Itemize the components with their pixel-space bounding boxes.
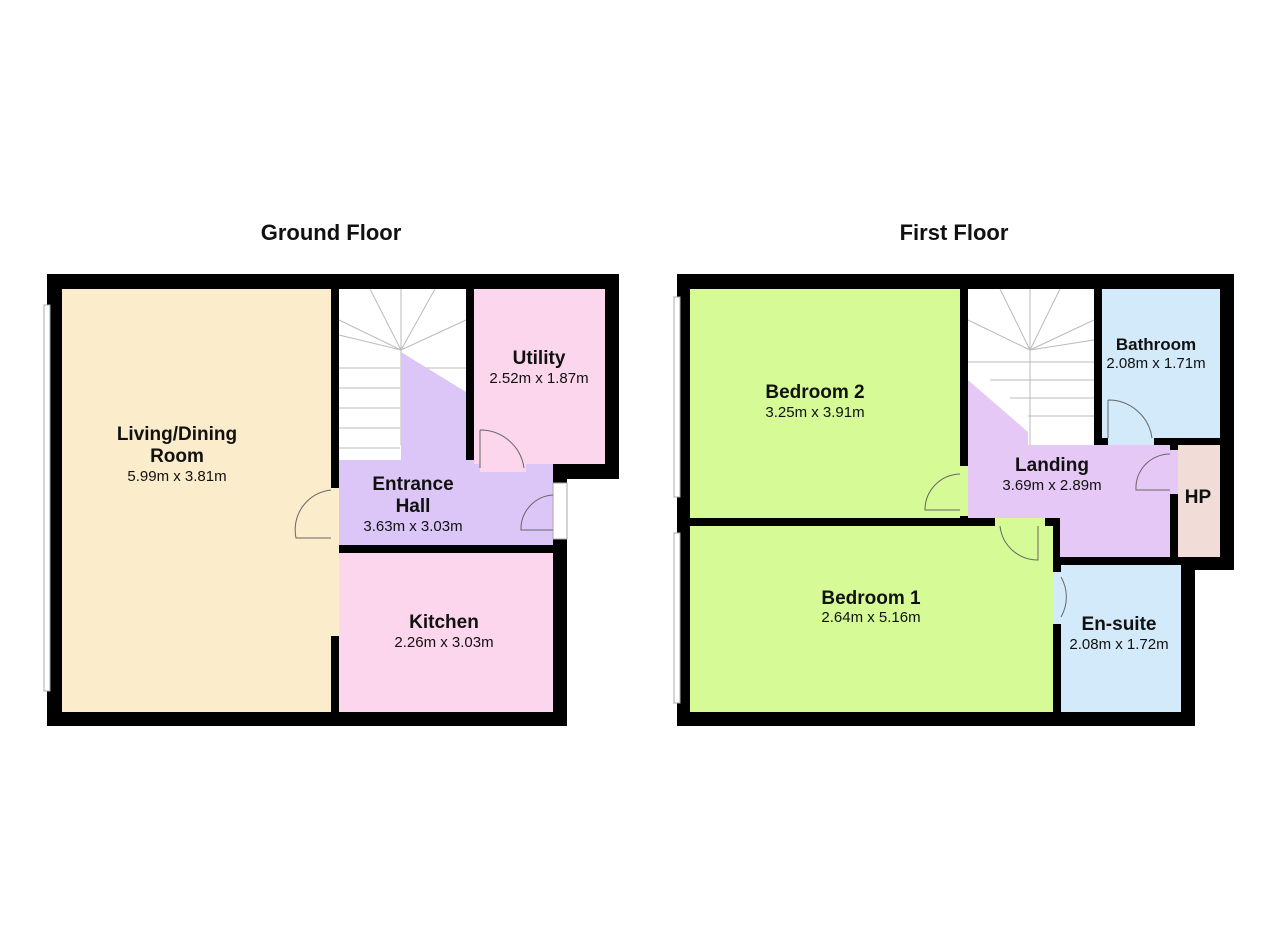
hall-dims: 3.63m x 3.03m [363, 518, 462, 535]
utility-doorway [480, 464, 526, 472]
living-doorway [331, 488, 339, 545]
landing-dims: 3.69m x 2.89m [1002, 477, 1101, 494]
room-utility [474, 289, 605, 464]
en-suite-name: En-suite [1082, 614, 1157, 635]
kitchen-opening [331, 545, 339, 636]
window-bedroom-2 [673, 296, 681, 498]
room-entrance-hall [339, 352, 553, 545]
room-living-dining [62, 289, 331, 712]
staircase-treads-first [967, 288, 1095, 445]
door-front[interactable] [520, 494, 554, 531]
window-living [43, 304, 51, 692]
bedroom-2-dims: 3.25m x 3.91m [765, 404, 864, 421]
bedroom-1-dims: 2.64m x 5.16m [821, 609, 920, 626]
living-name: Living/Dining [117, 424, 237, 445]
bathroom-dims: 2.08m x 1.71m [1106, 355, 1205, 372]
utility-name: Utility [513, 348, 566, 369]
door-hp[interactable] [1135, 453, 1171, 491]
first-floor: First Floor Bedroom 2 3.25m x 3.91m [673, 220, 1234, 726]
hp-name: HP [1185, 487, 1212, 508]
door-living[interactable] [294, 489, 332, 539]
ground-floor-title: Ground Floor [261, 220, 402, 245]
kitchen-name: Kitchen [409, 612, 479, 633]
room-bedroom-2 [690, 289, 960, 518]
hall-name-2: Hall [396, 496, 431, 517]
bathroom-doorway [1108, 438, 1154, 445]
living-dims: 5.99m x 3.81m [127, 468, 226, 485]
en-suite-doorway [1053, 572, 1061, 624]
room-kitchen [339, 553, 553, 712]
hp-doorway [1170, 450, 1178, 494]
room-bathroom [1102, 289, 1220, 438]
room-en-suite [1061, 565, 1181, 712]
hall-name: Entrance [372, 474, 453, 495]
kitchen-dims: 2.26m x 3.03m [394, 634, 493, 651]
door-utility[interactable] [479, 429, 525, 469]
bedroom-2-name: Bedroom 2 [765, 382, 864, 403]
window-bedroom-1 [673, 532, 681, 704]
door-bathroom[interactable] [1107, 399, 1153, 439]
room-hp [1178, 445, 1220, 557]
bedroom-1-name: Bedroom 1 [821, 588, 921, 609]
front-door-frame [552, 482, 568, 540]
first-floor-title: First Floor [900, 220, 1009, 245]
bathroom-name: Bathroom [1116, 335, 1196, 354]
bedroom-1-doorway [995, 518, 1045, 526]
ground-floor: Ground Floor Living/Dining Room 5.99m x … [43, 220, 619, 726]
room-landing [968, 380, 1170, 557]
door-bedroom-2[interactable] [924, 473, 961, 511]
en-suite-dims: 2.08m x 1.72m [1069, 636, 1168, 653]
landing-name: Landing [1015, 455, 1089, 476]
bedroom-2-doorway [960, 466, 968, 516]
utility-dims: 2.52m x 1.87m [489, 370, 588, 387]
door-bedroom-1[interactable] [999, 525, 1039, 561]
door-en-suite[interactable] [1060, 576, 1067, 618]
room-bedroom-1 [690, 526, 1053, 712]
living-name-2: Room [150, 446, 204, 467]
